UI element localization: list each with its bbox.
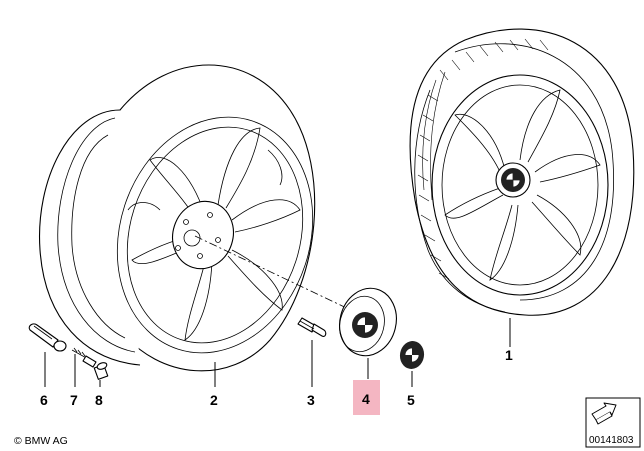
callout-label-6: 6 (40, 392, 48, 408)
emblem-drawing (399, 341, 425, 369)
callout-1[interactable]: 1 (505, 347, 513, 363)
callout-label-8: 8 (95, 392, 103, 408)
wheel-bolt-drawing (297, 317, 327, 337)
callout-3[interactable]: 3 (307, 392, 315, 408)
callout-4[interactable]: 4 (362, 391, 370, 407)
light-alloy-rim-drawing (38, 64, 316, 372)
copyright-text: © BMW AG (14, 435, 68, 447)
callout-label-5: 5 (407, 392, 415, 408)
callout-7[interactable]: 7 (70, 392, 78, 408)
callout-4-highlight (353, 380, 380, 415)
callout-5[interactable]: 5 (407, 392, 415, 408)
callout-2[interactable]: 2 (210, 392, 218, 408)
image-number-box: 00141803 (585, 397, 641, 448)
callout-label-1: 1 (505, 347, 513, 363)
callout-label-7: 7 (70, 392, 78, 408)
callout-label-4: 4 (362, 391, 370, 407)
hub-cap-drawing (339, 287, 397, 357)
assembly-axis-line (194, 235, 356, 313)
complete-wheel-drawing (409, 28, 635, 316)
image-number: 00141803 (589, 435, 634, 446)
arrow-icon (591, 402, 617, 425)
callout-6[interactable]: 6 (40, 392, 48, 408)
valve-cap-drawing (93, 362, 109, 380)
valve-insert-drawing (71, 347, 97, 368)
callout-8[interactable]: 8 (95, 392, 103, 408)
callout-label-3: 3 (307, 392, 315, 408)
leader-lines (44, 318, 511, 387)
valve-drawing (28, 323, 67, 352)
callout-label-2: 2 (210, 392, 218, 408)
